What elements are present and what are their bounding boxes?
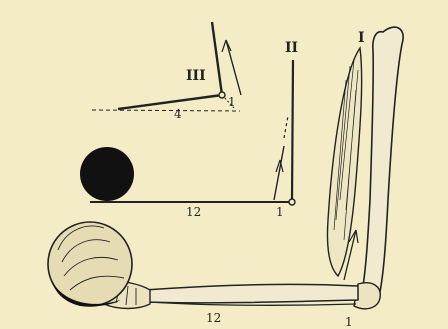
ball-ii <box>80 147 134 201</box>
label-arm-long-segment: 12 <box>206 311 221 325</box>
label-roman-2: II <box>285 40 298 56</box>
lever-ii-pivot <box>289 199 295 205</box>
label-lever2-long-arm: 12 <box>186 205 201 219</box>
label-lever3-short-arm: 1 <box>228 95 236 109</box>
label-lever2-short-arm: 1 <box>276 205 284 219</box>
ball-held-in-hand <box>48 222 132 307</box>
label-lever3-long-arm: 4 <box>174 107 182 121</box>
lever-iii-pivot <box>219 92 225 98</box>
label-roman-3: III <box>186 68 206 84</box>
label-roman-1: I <box>358 30 365 46</box>
lever-ii-vertical-bar <box>292 60 293 200</box>
label-arm-short-segment: 1 <box>345 315 353 329</box>
